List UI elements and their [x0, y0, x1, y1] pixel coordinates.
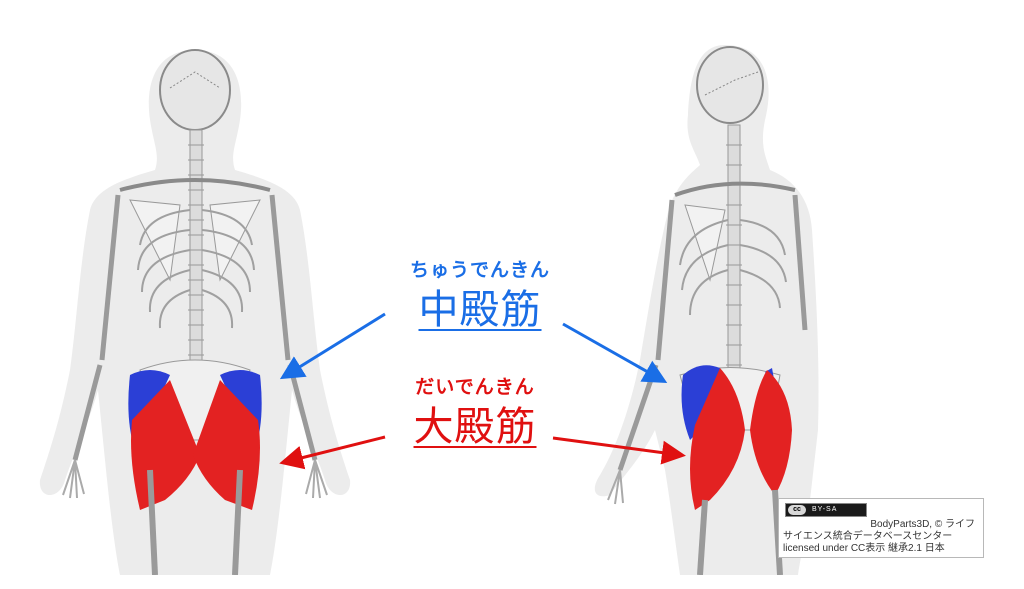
maximus-kanji: 大殿筋: [413, 404, 537, 450]
label-gluteus-medius: ちゅうでんきん 中殿筋: [395, 255, 565, 332]
gluteus-maximus-oblique-near: [690, 368, 745, 510]
skeleton-back-view-illustration: [39, 49, 351, 575]
cc-icon: cc: [788, 505, 806, 515]
arrow-maximus-left: [279, 435, 386, 470]
maximus-reading: だいでんきん: [415, 376, 535, 398]
arrow-maximus-right: [552, 436, 686, 465]
gluteus-maximus-right: [193, 380, 260, 510]
credit-line-3: licensed under CC表示 継承2.1 日本: [783, 543, 945, 554]
medius-reading: ちゅうでんきん: [409, 259, 550, 281]
credit-line-2: サイエンス統合データベースセンター: [783, 531, 953, 542]
arrow-medius-right: [562, 322, 668, 383]
arrow-medius-left: [279, 312, 386, 380]
figure-oblique-view: [580, 30, 840, 575]
credit-line-1: BodyParts3D, © ライフ: [870, 519, 975, 530]
medius-kanji: 中殿筋: [418, 287, 542, 333]
figure-back-view: [30, 30, 360, 575]
gluteus-maximus-oblique-far: [750, 370, 792, 495]
label-gluteus-maximus: だいでんきん 大殿筋: [390, 372, 560, 449]
skeleton-oblique-view-illustration: [594, 45, 819, 575]
cc-by-sa-badge[interactable]: cc BY-SA: [785, 503, 867, 517]
license-type: BY-SA: [812, 506, 838, 513]
gluteus-medius-oblique: [681, 365, 720, 440]
license-credit: cc BY-SA BodyParts3D, © ライフ サイエンス統合データベー…: [778, 498, 984, 558]
